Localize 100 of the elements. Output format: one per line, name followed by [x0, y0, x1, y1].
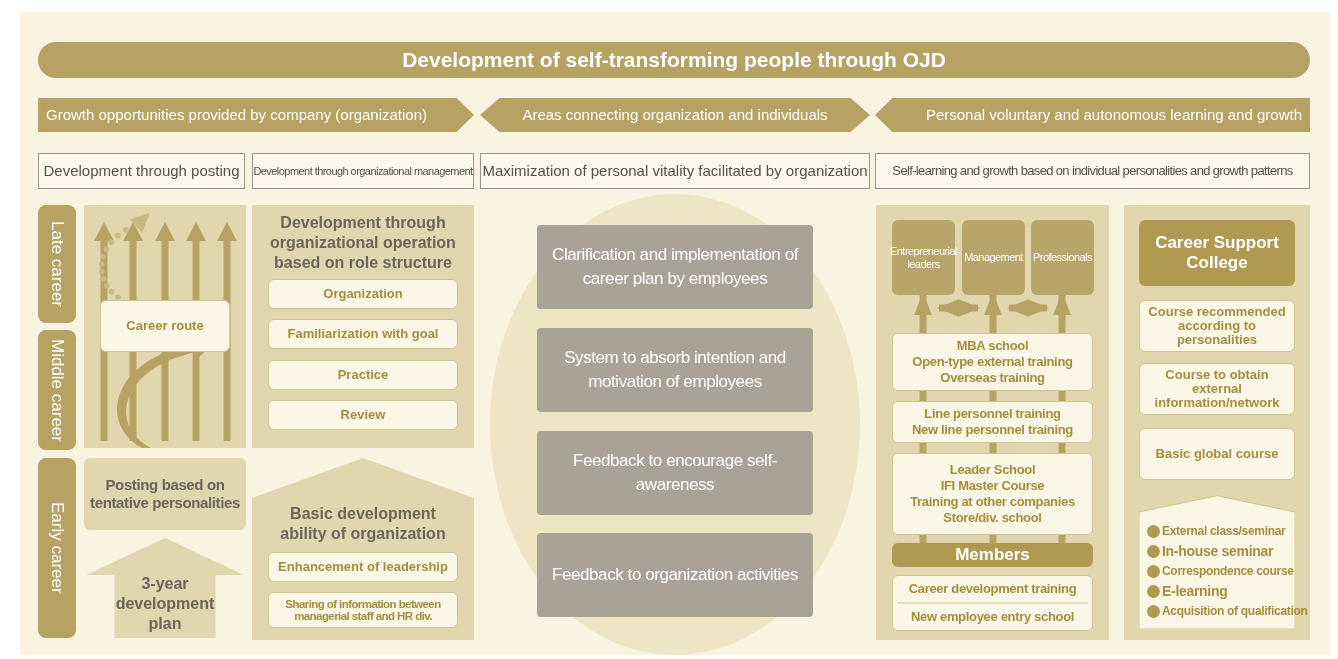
heading-box: [1139, 220, 1295, 286]
label-text: Areas connecting organization and individuals: [522, 104, 828, 125]
label-text: Maximization of personal vitality facilitated by organization: [482, 160, 868, 181]
label-text: Growth opportunities provided by company (organization): [46, 104, 428, 125]
item-box: [100, 300, 230, 352]
label-text: Professionals: [1033, 251, 1092, 264]
training-box: [892, 401, 1093, 443]
connector-bar: [1058, 443, 1066, 453]
label-text: Personal voluntary and autonomous learning and growth: [925, 104, 1302, 125]
course-text: Acquisition of qualification: [1162, 603, 1308, 620]
ellipse-background: [490, 194, 860, 655]
process-box: [537, 328, 813, 412]
connector-bar: [919, 443, 927, 453]
process-box: [537, 225, 813, 309]
header-box: [480, 153, 870, 189]
training-box: [892, 333, 1093, 391]
item-box: [268, 360, 458, 390]
label-text: New line personnel training: [912, 422, 1073, 438]
label-text: Course to obtain external information/network: [1153, 368, 1281, 410]
panel: [876, 205, 1109, 640]
label-text: Basic global course: [1155, 447, 1279, 461]
item-box: [268, 400, 458, 430]
process-box: [537, 431, 813, 515]
label-text: Feedback to organization activities: [552, 564, 798, 586]
item-box: [268, 319, 458, 349]
item-box: [1139, 363, 1295, 415]
label-text: Management: [964, 251, 1023, 264]
label-text: Course recommended according to personalities: [1147, 305, 1287, 347]
header-box: [875, 153, 1310, 189]
label-text: Line personnel training: [924, 406, 1061, 422]
connector-bar: [989, 535, 997, 543]
header-box: [38, 153, 245, 189]
target-box: [962, 220, 1025, 295]
connector-bar: [1058, 391, 1066, 401]
label-text: Career route: [126, 319, 204, 333]
connector-bar: [919, 535, 927, 543]
arrow: [937, 299, 980, 317]
arrow-band: [875, 98, 1310, 132]
training-box: [892, 575, 1093, 631]
course-text: In-house seminar: [1162, 542, 1274, 561]
label-text: Development through posting: [43, 160, 240, 181]
panel: [1124, 205, 1310, 640]
label-text: Store/div. school: [943, 510, 1042, 526]
label-text: Open-type external training: [912, 354, 1073, 370]
label-text: IFI Master Course: [940, 478, 1045, 494]
label-text: 3-year development plan: [114, 574, 216, 634]
label-text: Sharing of information between managerial staff and HR div.: [284, 598, 442, 622]
label-text: Career Support College: [1154, 233, 1280, 273]
label-text: Organization: [323, 287, 403, 301]
course-text: External class/seminar: [1162, 523, 1286, 540]
label-text: Overseas training: [940, 370, 1045, 386]
connector-bar: [919, 391, 927, 401]
label-text: Self-learning and growth based on individual personalities and growth patterns: [892, 162, 1293, 181]
double-arrow-band: [480, 98, 870, 132]
label-text: Review: [340, 408, 386, 422]
label-text: Training at other companies: [910, 494, 1075, 510]
label-text: Members: [955, 545, 1030, 565]
arrow-band: [38, 98, 474, 132]
arrow: [1007, 299, 1049, 317]
item-box: [268, 552, 458, 582]
house-shape: [252, 458, 474, 640]
label-text: Entrepreneurial leaders: [890, 244, 957, 271]
label-text: Leader School: [949, 462, 1036, 478]
course-text: Correspondence course: [1162, 563, 1294, 580]
career-stage-bar: [38, 458, 76, 638]
arrow: [914, 293, 932, 333]
item-box: [1139, 428, 1295, 480]
label-text: Development of self-transforming people through OJD: [402, 47, 946, 74]
target-box: [1031, 220, 1094, 295]
item-box: [1139, 300, 1295, 352]
arrow: [984, 293, 1002, 333]
label-text: Practice: [337, 368, 389, 382]
training-box: [892, 453, 1093, 535]
label-text: Posting based on tentative personalities: [89, 476, 241, 512]
heading-text: Development through organizational operation based on role structure: [269, 213, 457, 273]
label-text: Career development training: [907, 580, 1078, 598]
connector-bar: [1058, 535, 1066, 543]
panel: [252, 205, 474, 448]
career-stage-bar: [38, 330, 76, 450]
career-stage-bar: [38, 205, 76, 323]
heading-text: Basic development ability of organization: [279, 504, 447, 544]
arrow: [1053, 293, 1071, 333]
label-text: Familiarization with goal: [287, 327, 439, 341]
label-text: Clarification and implementation of career plan by employees: [551, 244, 800, 290]
process-box: [537, 533, 813, 617]
label-text: Development through organizational management: [253, 163, 473, 179]
heading-box: [892, 543, 1093, 567]
connector-bar: [989, 443, 997, 453]
label-text: Middle career: [46, 338, 68, 442]
label-text: Enhancement of leadership: [278, 560, 448, 574]
label-text: Early career: [46, 502, 68, 594]
up-arrow-shape: [86, 538, 244, 638]
course-text: E-learning: [1162, 582, 1228, 601]
item-box: [268, 592, 458, 628]
title-bar: [38, 42, 1310, 78]
label-text: System to absorb intention and motivation of employees: [563, 347, 787, 393]
label-text: New employee entry school: [897, 602, 1088, 630]
connector-bar: [989, 391, 997, 401]
label-text: Feedback to encourage self-awareness: [572, 450, 778, 496]
label-text: Late career: [46, 221, 68, 307]
